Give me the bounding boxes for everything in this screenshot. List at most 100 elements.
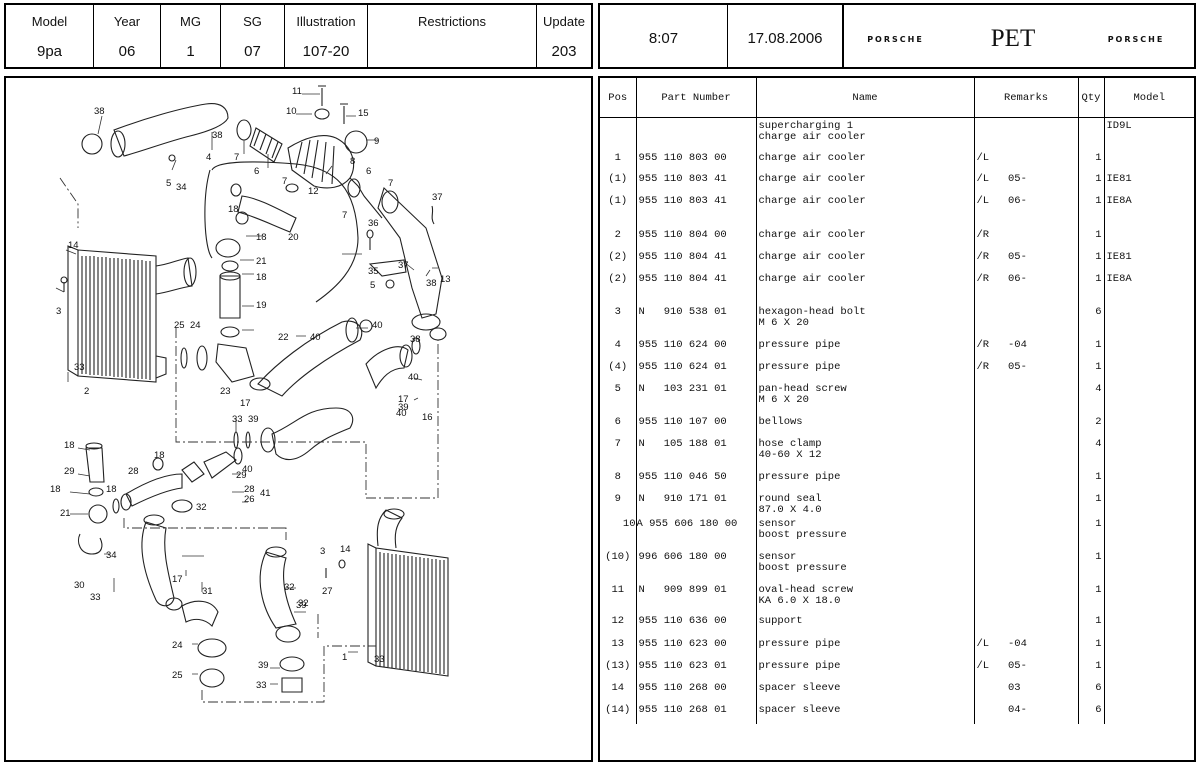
callout-label[interactable]: 33 [90, 592, 101, 603]
callout-label[interactable]: 34 [106, 550, 117, 561]
callout-label[interactable]: 40 [310, 332, 321, 343]
callout-label[interactable]: 32 [196, 502, 207, 513]
callout-label[interactable]: 18 [154, 450, 165, 461]
callout-label[interactable]: 25 [174, 320, 185, 331]
callout-label[interactable]: 14 [340, 544, 351, 555]
callout-label[interactable]: 29 [236, 470, 247, 481]
callout-label[interactable]: 17 [172, 574, 183, 585]
callout-label[interactable]: 38 [426, 278, 437, 289]
callout-label[interactable]: 12 [308, 186, 319, 197]
callout-label[interactable]: 39 [258, 660, 269, 671]
callout-label[interactable]: 21 [60, 508, 71, 519]
callout-label[interactable]: 17 [398, 394, 409, 405]
callout-label[interactable]: 7 [234, 152, 239, 163]
callout-label[interactable]: 38 [94, 106, 105, 117]
callout-label[interactable]: 13 [440, 274, 451, 285]
callout-label[interactable]: 31 [202, 586, 213, 597]
callout-label[interactable]: 26 [244, 494, 255, 505]
callout-label[interactable]: 40 [396, 408, 407, 419]
callout-label[interactable]: 33 [74, 362, 85, 373]
callout-label[interactable]: 17 [240, 398, 251, 409]
callout-label[interactable]: 18 [228, 204, 239, 215]
callout-label[interactable]: 18 [50, 484, 61, 495]
callout-label[interactable]: 33 [232, 414, 243, 425]
callout-label[interactable]: 30 [74, 580, 85, 591]
callout-label[interactable]: 18 [256, 232, 267, 243]
callout-label[interactable]: 29 [64, 466, 75, 477]
callout-label[interactable]: 37 [432, 192, 443, 203]
callout-label[interactable]: 32 [284, 582, 295, 593]
callout-label[interactable]: 36 [368, 218, 379, 229]
callout-label[interactable]: 4 [206, 152, 211, 163]
callout-label[interactable]: 37 [398, 260, 409, 271]
callout-label[interactable]: 33 [256, 680, 267, 691]
callout-label[interactable]: 38 [212, 130, 223, 141]
callout-label[interactable]: 18 [106, 484, 117, 495]
callout-label[interactable]: 1 [342, 652, 347, 663]
callout-label[interactable]: 40 [242, 464, 253, 475]
callout-label[interactable]: 28 [128, 466, 139, 477]
callout-label[interactable]: 8 [350, 156, 355, 167]
callout-label[interactable]: 2 [84, 386, 89, 397]
callout-label[interactable]: 18 [256, 272, 267, 283]
callout-label[interactable]: 28 [244, 484, 255, 495]
callout-label[interactable]: 15 [358, 108, 369, 119]
callout-label[interactable]: 7 [282, 176, 287, 187]
callout-label[interactable]: 34 [176, 182, 187, 193]
callout-label[interactable]: 24 [172, 640, 183, 651]
callout-label[interactable]: 23 [220, 386, 231, 397]
callout-label[interactable]: 39 [296, 600, 307, 611]
callout-label[interactable]: 10 [286, 106, 297, 117]
callout-label[interactable]: 3 [56, 306, 61, 317]
callout-label[interactable]: 40 [408, 372, 419, 383]
callout-label[interactable]: 5 [166, 178, 171, 189]
callout-label[interactable]: 14 [68, 240, 79, 251]
callout-label[interactable]: 39 [248, 414, 259, 425]
callout-label[interactable]: 27 [322, 586, 333, 597]
callout-label[interactable]: 22 [278, 332, 289, 343]
callout-label[interactable]: 18 [64, 440, 75, 451]
callout-label[interactable]: 21 [256, 256, 267, 267]
callout-label[interactable]: 3 [320, 546, 325, 557]
callout-label[interactable]: 19 [256, 300, 267, 311]
callout-label[interactable]: 20 [288, 232, 299, 243]
callout-label[interactable]: 41 [260, 488, 271, 499]
callout-label[interactable]: 9 [374, 136, 379, 147]
callout-label[interactable]: 32 [298, 598, 309, 609]
callout-label[interactable]: 35 [368, 266, 379, 277]
callout-label[interactable]: 7 [388, 178, 393, 189]
callout-label[interactable]: 6 [366, 166, 371, 177]
callout-label[interactable]: 39 [398, 402, 409, 413]
callout-label[interactable]: 33 [374, 654, 385, 665]
callout-label[interactable]: 38 [410, 334, 421, 345]
callout-label[interactable]: 6 [254, 166, 259, 177]
callout-label[interactable]: 25 [172, 670, 183, 681]
callout-label[interactable]: 7 [342, 210, 347, 221]
callout-label[interactable]: 24 [190, 320, 201, 331]
callout-label[interactable]: 5 [370, 280, 375, 291]
callout-label[interactable]: 16 [422, 412, 433, 423]
